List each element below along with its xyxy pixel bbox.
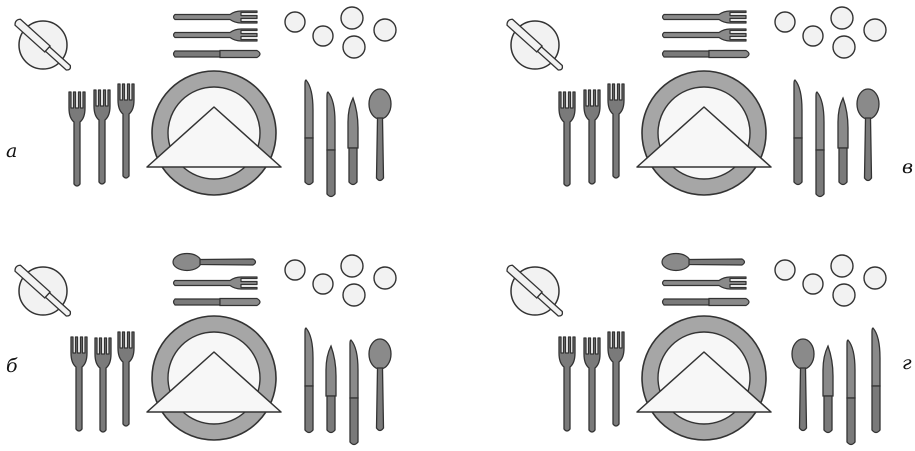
spoon-icon [369,89,391,181]
panel-b [14,254,396,445]
panel-g [506,254,886,445]
fork-icon [71,337,87,431]
dessert-fork-icon [663,277,747,289]
dessert-fork-icon [663,29,747,41]
panel-label-g: г [902,354,912,373]
fish-knife-icon [838,98,848,185]
panel-label-a: а [6,142,17,161]
spoon-icon [857,89,879,181]
glasses-icon [775,7,886,58]
plate-with-napkin [147,71,281,195]
knife-icon [816,92,824,197]
fish-knife-icon [326,346,336,433]
plate-with-napkin [637,316,771,440]
dessert-fork-icon [174,277,258,289]
spoon-icon [369,339,391,431]
fork-icon [94,90,110,184]
knife-icon [872,328,880,433]
dessert-knife-icon [174,51,261,58]
knife-icon [305,328,313,433]
butter-plate-icon [506,18,565,72]
fork-icon [118,332,134,426]
dessert-knife-icon [663,51,750,58]
fork-icon [559,337,575,431]
knife-icon [847,340,855,445]
butter-plate-icon [14,18,73,72]
knife-icon [794,80,802,185]
panel-v [506,7,886,197]
fork-icon [118,84,134,178]
glasses-icon [285,255,396,306]
fork-icon [584,90,600,184]
fish-knife-icon [823,346,833,433]
dessert-fork-icon [174,11,258,23]
plate-with-napkin [637,71,771,195]
fork-icon [559,92,575,186]
spoon-icon [792,339,814,431]
dessert-spoon-icon [662,254,745,271]
butter-plate-icon [506,264,565,318]
dessert-fork-icon [174,29,258,41]
dessert-knife-icon [174,299,261,306]
butter-plate-icon [14,264,73,318]
panel-label-v: в [902,158,913,177]
fork-icon [584,338,600,432]
plate-with-napkin [147,316,281,440]
fish-knife-icon [348,98,358,185]
panel-label-b: б [6,357,18,376]
panel-a [14,7,396,197]
dessert-fork-icon [663,11,747,23]
knife-icon [327,92,335,197]
fork-icon [95,338,111,432]
glasses-icon [285,7,396,58]
dessert-knife-icon [663,299,750,306]
fork-icon [608,84,624,178]
knife-icon [305,80,313,185]
knife-icon [350,340,358,445]
glasses-icon [775,255,886,306]
fork-icon [69,92,85,186]
fork-icon [608,332,624,426]
dessert-spoon-icon [173,254,256,271]
